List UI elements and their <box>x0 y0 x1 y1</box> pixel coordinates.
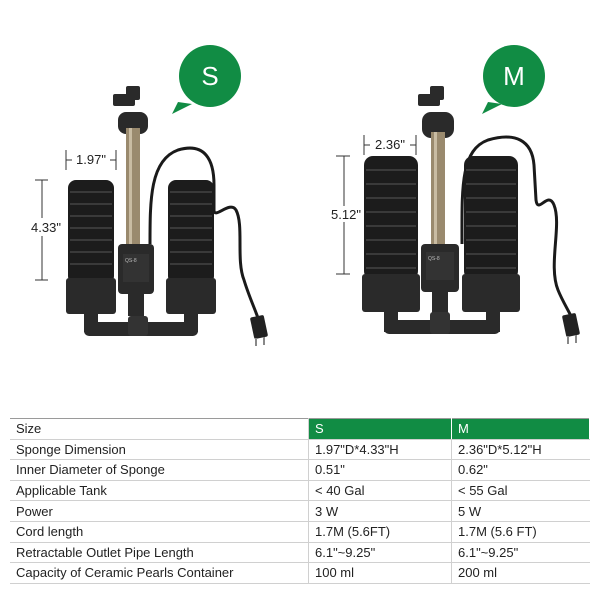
width-dimension-s: 1.97" <box>65 150 117 170</box>
header-cell-size: Size <box>10 418 309 440</box>
table-row: Capacity of Ceramic Pearls Container 100… <box>10 562 590 584</box>
height-label-m: 5.12" <box>331 207 361 222</box>
size-badge-m: M <box>482 45 545 114</box>
power-cord-m <box>460 135 578 329</box>
height-dimension-m: 5.12" <box>331 155 361 275</box>
sponge-right-s <box>166 180 216 314</box>
row-label: Capacity of Ceramic Pearls Container <box>10 562 309 584</box>
product-s-illustration: S 1.97" 4.33" <box>31 45 268 346</box>
size-badge-s: S <box>172 45 241 114</box>
width-label-s: 1.97" <box>76 152 106 167</box>
pump-body-m: QS-8 <box>421 244 459 314</box>
table-row: Applicable Tank < 40 Gal < 55 Gal <box>10 479 590 502</box>
cell-m: 6.1"~9.25" <box>451 541 590 564</box>
cell-s: < 40 Gal <box>308 479 452 502</box>
row-label: Applicable Tank <box>10 479 309 502</box>
row-label: Inner Diameter of Sponge <box>10 459 309 481</box>
table-row: Inner Diameter of Sponge 0.51" 0.62" <box>10 459 590 481</box>
cell-m: 200 ml <box>451 562 590 584</box>
product-s-panel: S 1.97" 4.33" <box>0 0 300 400</box>
sponge-right-m <box>462 156 520 312</box>
plug-s <box>250 315 268 339</box>
row-label: Sponge Dimension <box>10 438 309 461</box>
sponge-left-s <box>66 180 116 314</box>
plug-m <box>562 313 580 337</box>
product-m-panel: M 2.36" 5.12" <box>300 0 600 400</box>
cell-m: 2.36"D*5.12"H <box>451 438 590 461</box>
cell-m: 5 W <box>451 500 590 522</box>
cell-s: 1.97"D*4.33"H <box>308 438 452 461</box>
row-label: Power <box>10 500 309 522</box>
power-cord-s <box>148 146 264 331</box>
cell-s: 6.1"~9.25" <box>308 541 452 564</box>
product-m-illustration: M 2.36" 5.12" <box>331 45 580 344</box>
table-row: Power 3 W 5 W <box>10 500 590 522</box>
manifold-m <box>384 310 500 334</box>
height-label-s: 4.33" <box>31 220 61 235</box>
cell-s: 100 ml <box>308 562 452 584</box>
pump-label-m: QS-8 <box>428 256 440 262</box>
header-cell-s: S <box>308 418 452 440</box>
width-dimension-m: 2.36" <box>363 135 417 155</box>
row-label: Cord length <box>10 520 309 543</box>
row-label: Retractable Outlet Pipe Length <box>10 541 309 564</box>
header-cell-m: M <box>451 418 590 440</box>
cell-m: < 55 Gal <box>451 479 590 502</box>
width-label-m: 2.36" <box>375 137 405 152</box>
sponge-left-m <box>362 156 420 312</box>
table-row: Sponge Dimension 1.97"D*4.33"H 2.36"D*5.… <box>10 438 590 461</box>
table-header-row: Size S M <box>10 418 590 440</box>
cell-s: 3 W <box>308 500 452 522</box>
cell-s: 1.7M (5.6FT) <box>308 520 452 543</box>
badge-m-text: M <box>503 61 525 91</box>
manifold-s <box>84 312 198 336</box>
pump-label-s: QS-8 <box>125 258 137 264</box>
spec-table: Size S M Sponge Dimension 1.97"D*4.33"H … <box>10 418 590 584</box>
cell-m: 1.7M (5.6 FT) <box>451 520 590 543</box>
table-row: Retractable Outlet Pipe Length 6.1"~9.25… <box>10 541 590 564</box>
pump-body-s: QS-8 <box>118 244 154 316</box>
cell-m: 0.62" <box>451 459 590 481</box>
outlet-pipe-m <box>431 132 445 244</box>
outlet-pipe-s <box>126 128 140 246</box>
height-dimension-s: 4.33" <box>31 179 61 281</box>
badge-s-text: S <box>201 61 218 91</box>
table-row: Cord length 1.7M (5.6FT) 1.7M (5.6 FT) <box>10 520 590 543</box>
cell-s: 0.51" <box>308 459 452 481</box>
